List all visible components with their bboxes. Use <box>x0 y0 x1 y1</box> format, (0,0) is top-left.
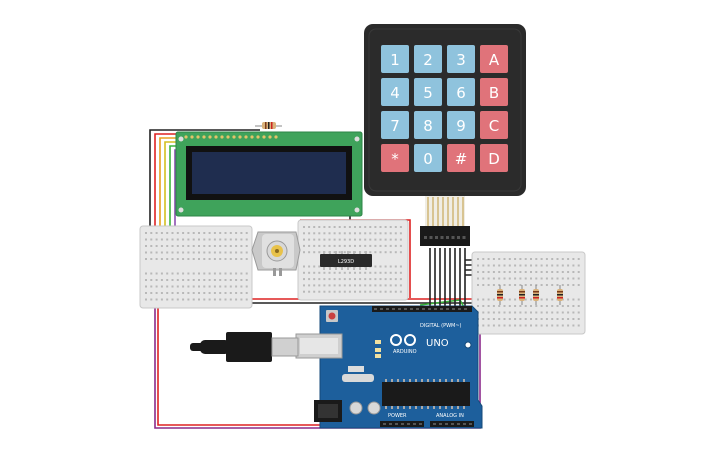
arduino-uno[interactable]: DIGITAL (PWM~) ARDUINO UNO POWER ANALOG … <box>295 305 483 429</box>
keypad-key[interactable]: D <box>480 144 508 172</box>
capacitor <box>367 401 381 415</box>
keypad-key[interactable]: 8 <box>414 111 442 139</box>
resistors-right[interactable] <box>497 285 563 305</box>
keypad-key[interactable]: B <box>480 78 508 106</box>
chip-label: L293D <box>338 259 354 265</box>
keypad-key-label: A <box>489 51 500 69</box>
keypad-key-label: C <box>489 117 499 135</box>
keypad-key[interactable]: 2 <box>414 45 442 73</box>
analog-label: ANALOG IN <box>436 413 464 419</box>
lcd-screen <box>192 152 346 194</box>
resistor[interactable] <box>533 285 539 305</box>
resistor[interactable] <box>557 285 563 305</box>
dc-motor[interactable] <box>251 231 301 276</box>
keypad-key[interactable]: 1 <box>381 45 409 73</box>
breadboard-right[interactable] <box>471 251 586 335</box>
keypad-key[interactable]: * <box>381 144 409 172</box>
led-l <box>375 340 381 344</box>
keypad-ribbon-cable <box>425 196 465 228</box>
keypad-key[interactable]: 3 <box>447 45 475 73</box>
keypad-key-label: # <box>455 150 468 168</box>
arduino-model: UNO <box>426 338 449 349</box>
keypad-key-label: 5 <box>423 84 433 102</box>
keypad-key[interactable]: C <box>480 111 508 139</box>
keypad-key-label: 2 <box>423 51 433 69</box>
breadboard-left[interactable] <box>139 225 253 309</box>
crystal <box>342 374 374 382</box>
keypad-key-label: D <box>488 150 500 168</box>
resistor-lcd[interactable] <box>255 122 282 129</box>
keypad-key[interactable]: 4 <box>381 78 409 106</box>
keypad-key[interactable]: 0 <box>414 144 442 172</box>
motor-driver-chip[interactable]: L293D <box>320 251 372 270</box>
keypad-key-label: 9 <box>456 117 466 135</box>
keypad-key[interactable]: 9 <box>447 111 475 139</box>
arduino-brand: ARDUINO <box>393 349 417 355</box>
keypad-key-label: 4 <box>390 84 400 102</box>
keypad-key-label: 0 <box>423 150 433 168</box>
led-tx <box>375 348 381 352</box>
keypad-key-label: 1 <box>390 51 400 69</box>
usb-cable <box>190 332 299 362</box>
keypad-connector <box>420 226 470 246</box>
keypad-key[interactable]: A <box>480 45 508 73</box>
resistor[interactable] <box>519 285 525 305</box>
keypad-key-label: B <box>489 84 499 102</box>
resistor[interactable] <box>497 285 503 305</box>
lcd-display[interactable] <box>175 131 363 217</box>
keypad-key-label: 6 <box>456 84 466 102</box>
microcontroller <box>382 382 470 406</box>
digital-label: DIGITAL (PWM~) <box>420 323 462 329</box>
led-rx <box>375 354 381 358</box>
arduino-logo <box>390 334 416 346</box>
keypad-key[interactable]: 5 <box>414 78 442 106</box>
keypad-key-label: * <box>391 150 399 168</box>
keypad-key-label: 8 <box>423 117 433 135</box>
keypad-key[interactable]: 6 <box>447 78 475 106</box>
keypad-4x4[interactable]: 1 2 3 A 4 5 6 B 7 8 9 C * 0 # D <box>364 24 526 246</box>
capacitor <box>349 401 363 415</box>
keypad-key-label: 7 <box>390 117 400 135</box>
keypad-key-label: 3 <box>456 51 466 69</box>
keypad-key[interactable]: 7 <box>381 111 409 139</box>
keypad-key[interactable]: # <box>447 144 475 172</box>
power-label: POWER <box>388 413 407 419</box>
